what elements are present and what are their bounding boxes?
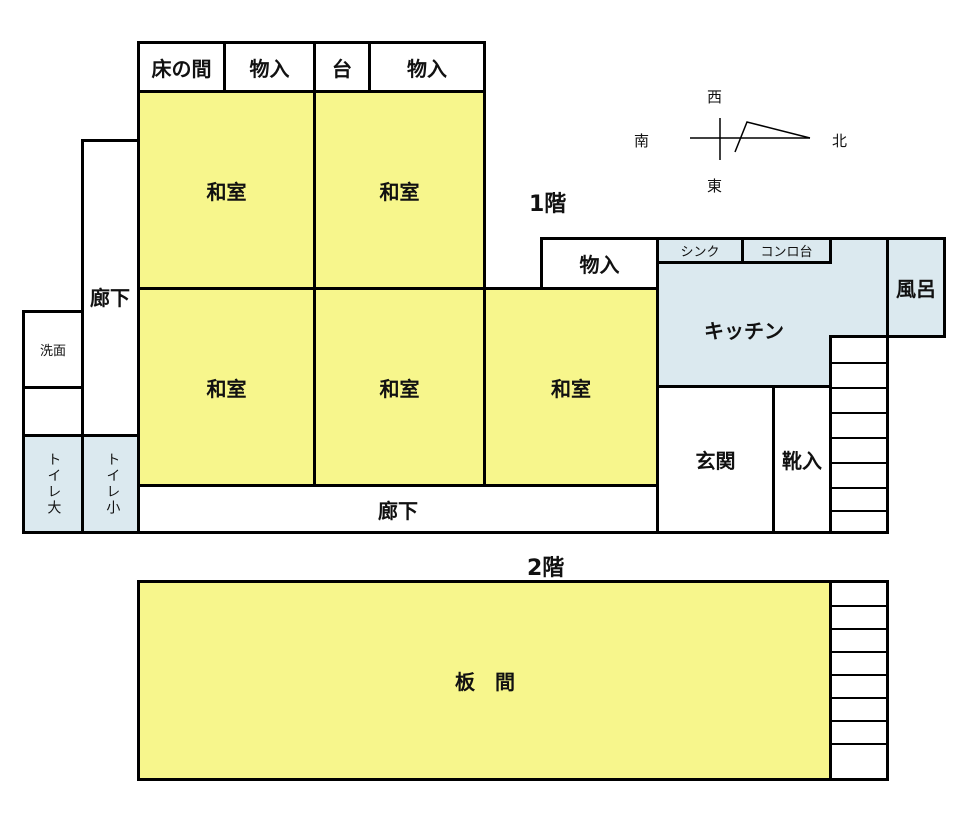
dai-label: 台 bbox=[332, 56, 352, 81]
compass-north-label: 北 bbox=[832, 132, 848, 150]
dai: 台 bbox=[313, 41, 371, 93]
washroom-label: 洗面 bbox=[39, 344, 66, 359]
shoe-storage-label: 靴入 bbox=[782, 449, 822, 473]
second-floor-label: 2階 bbox=[527, 556, 565, 581]
compass: 西 南 北 東 bbox=[620, 80, 860, 210]
corridor-bottom-label: 廊下 bbox=[378, 498, 418, 523]
bath: 風呂 bbox=[886, 237, 946, 338]
washroom: 洗面 bbox=[22, 310, 84, 389]
compass-west-label: 西 bbox=[707, 88, 723, 106]
sink: シンク bbox=[656, 237, 744, 264]
toilet-small-label: トイレ小 bbox=[104, 452, 121, 516]
tokonoma-label: 床の間 bbox=[151, 56, 212, 81]
stair-step bbox=[832, 651, 886, 653]
sink-label: シンク bbox=[680, 245, 720, 260]
stair-step bbox=[832, 720, 886, 722]
storage-a-label: 物入 bbox=[249, 56, 290, 81]
storage-b: 物入 bbox=[368, 41, 486, 93]
stair-step bbox=[832, 628, 886, 630]
entrance-label: 玄関 bbox=[695, 449, 736, 473]
toilet-large: トイレ大 bbox=[22, 434, 84, 534]
washitsu-4-label: 和室 bbox=[379, 376, 420, 401]
washitsu-5: 和室 bbox=[483, 287, 659, 487]
stair-step bbox=[832, 605, 886, 607]
stair-step bbox=[832, 674, 886, 676]
stairs-second-floor bbox=[829, 580, 889, 781]
itama: 板 間 bbox=[137, 580, 833, 781]
stair-step bbox=[832, 697, 886, 699]
stair-step bbox=[832, 362, 886, 364]
toilet-small: トイレ小 bbox=[81, 434, 143, 534]
washitsu-3: 和室 bbox=[137, 287, 316, 487]
kitchen-label: キッチン bbox=[704, 319, 784, 343]
stove-label: コンロ台 bbox=[760, 245, 813, 260]
stairs-first-floor bbox=[829, 335, 889, 534]
storage-c: 物入 bbox=[540, 237, 659, 290]
compass-east-label: 東 bbox=[707, 177, 723, 195]
washitsu-3-label: 和室 bbox=[206, 376, 247, 401]
storage-a: 物入 bbox=[223, 41, 316, 93]
corridor-left: 廊下 bbox=[81, 139, 143, 437]
washitsu-2: 和室 bbox=[313, 90, 486, 290]
stair-step bbox=[832, 462, 886, 464]
stove: コンロ台 bbox=[741, 237, 832, 264]
stair-step bbox=[832, 743, 886, 745]
bath-label: 風呂 bbox=[896, 277, 936, 301]
first-floor-label: 1階 bbox=[529, 192, 567, 217]
washitsu-1-label: 和室 bbox=[206, 179, 247, 204]
corridor-bottom: 廊下 bbox=[137, 484, 659, 534]
corridor-left-label: 廊下 bbox=[90, 286, 130, 310]
itama-label: 板 間 bbox=[455, 670, 515, 694]
entrance: 玄関 bbox=[656, 385, 775, 534]
storage-b-label: 物入 bbox=[407, 56, 447, 81]
stair-step bbox=[832, 510, 886, 512]
tokonoma: 床の間 bbox=[137, 41, 226, 93]
toilet-large-label: トイレ大 bbox=[45, 452, 62, 516]
compass-south-label: 南 bbox=[634, 132, 650, 150]
washitsu-1: 和室 bbox=[137, 90, 316, 290]
washitsu-2-label: 和室 bbox=[379, 179, 420, 204]
stair-step bbox=[832, 487, 886, 489]
washitsu-5-label: 和室 bbox=[551, 376, 591, 401]
stair-step bbox=[832, 412, 886, 414]
washitsu-4: 和室 bbox=[313, 287, 486, 487]
compass-needle-icon bbox=[690, 118, 811, 160]
stair-step bbox=[832, 387, 886, 389]
shoe-storage: 靴入 bbox=[772, 385, 832, 534]
stair-step bbox=[832, 437, 886, 439]
storage-c-label: 物入 bbox=[579, 253, 620, 277]
